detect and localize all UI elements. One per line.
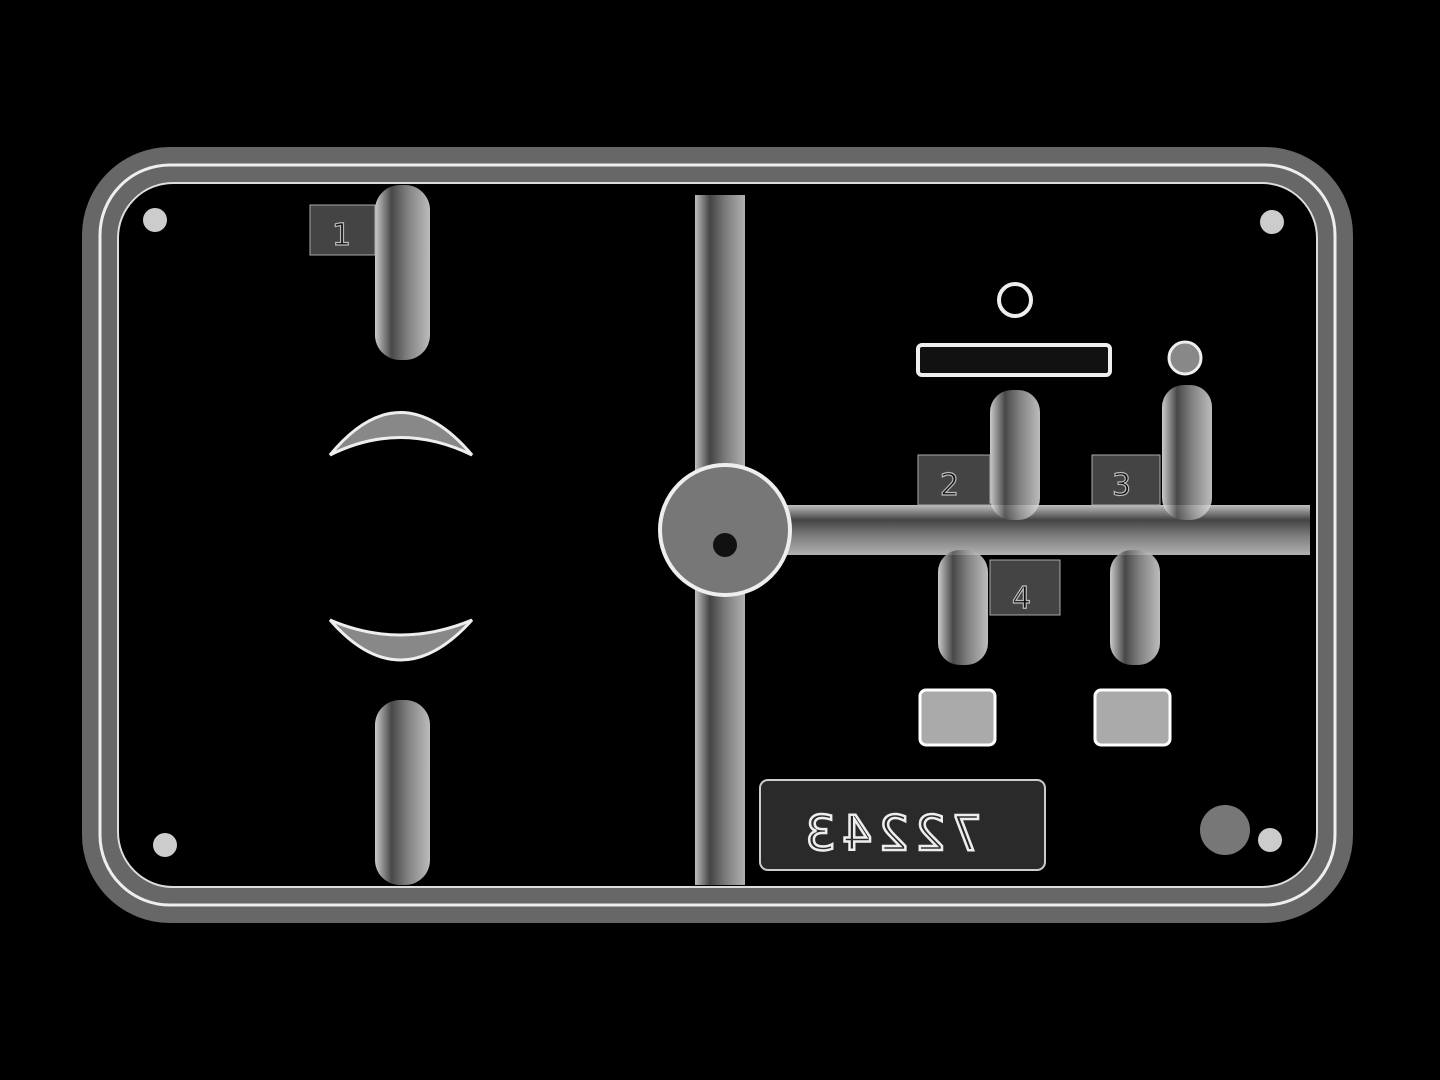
part-label-1: 1	[332, 218, 351, 253]
part-label-3: 3	[1112, 468, 1131, 503]
kit-number-plate	[759, 779, 1046, 871]
sprue-frame	[82, 147, 1353, 923]
left-parts	[328, 185, 474, 885]
side-runner	[780, 505, 1310, 555]
part-label-2: 2	[940, 468, 959, 503]
right-parts	[916, 282, 1250, 855]
part-tab-1	[309, 204, 376, 256]
injection-point	[658, 463, 792, 597]
part-tab-2	[917, 454, 991, 506]
part-tab-4	[989, 559, 1061, 616]
part-tab-3	[1091, 454, 1161, 506]
part-label-4: 4	[1012, 581, 1031, 616]
kit-number: 72243	[799, 806, 982, 862]
